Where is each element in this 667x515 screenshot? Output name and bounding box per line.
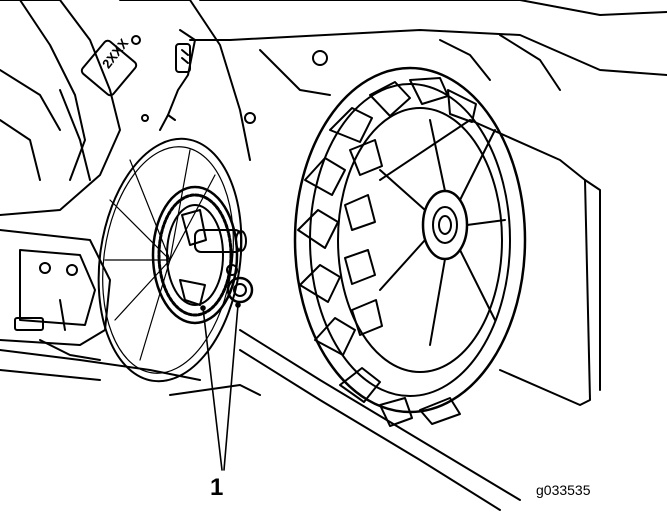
side-housing xyxy=(379,119,601,406)
callout-leader-lines xyxy=(200,302,241,471)
top-panel xyxy=(189,0,667,124)
base-rails xyxy=(0,329,521,511)
wheel-tire xyxy=(293,66,527,427)
figure-code: g033535 xyxy=(536,482,591,498)
drive-gear xyxy=(151,185,247,325)
callout-number: 1 xyxy=(210,474,224,501)
chassis-frame xyxy=(0,0,251,216)
adjustment-lever xyxy=(159,29,196,131)
wheel-hub xyxy=(379,119,506,346)
engine-components xyxy=(0,229,111,361)
hex-bolt xyxy=(226,264,254,304)
